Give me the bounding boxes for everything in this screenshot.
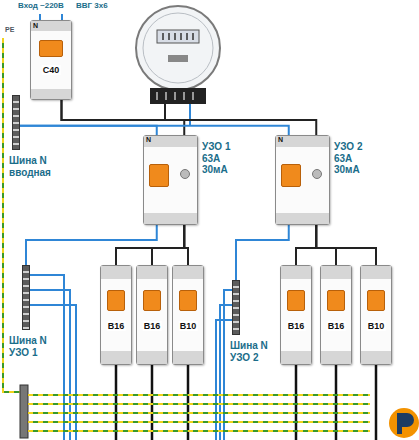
meter-disc bbox=[168, 55, 188, 62]
toggle-handle bbox=[107, 290, 125, 312]
terminal-strip bbox=[173, 351, 203, 364]
rcd-device: УЗО 2 63А 30мА bbox=[275, 135, 330, 225]
wire-connector bbox=[316, 225, 376, 265]
wire-connector bbox=[26, 225, 157, 265]
energy-meter bbox=[136, 6, 220, 90]
wire-connector bbox=[316, 225, 336, 265]
device-label: B16 bbox=[287, 321, 306, 331]
circuit-breaker: B10 bbox=[172, 265, 204, 365]
terminal-strip bbox=[276, 213, 329, 224]
terminal-strip bbox=[101, 266, 131, 279]
device-label: С40 bbox=[42, 65, 61, 75]
wire-label: N bbox=[278, 136, 283, 144]
device-label: B16 bbox=[327, 321, 346, 331]
circuit-breaker: B16 bbox=[100, 265, 132, 365]
wire-label: N bbox=[33, 22, 38, 30]
device-label: B10 bbox=[179, 321, 198, 331]
neutral-bus: Шина N УЗО 1 bbox=[22, 265, 30, 330]
toggle-handle bbox=[39, 40, 63, 57]
wire-connector bbox=[20, 126, 157, 135]
terminal-strip bbox=[276, 136, 329, 147]
meter-counter bbox=[157, 30, 199, 43]
neutral-bus: Шина N вводная bbox=[12, 95, 20, 150]
terminal-strip bbox=[137, 266, 167, 279]
toggle-handle bbox=[367, 290, 385, 312]
terminal-strip bbox=[321, 351, 351, 364]
logo-mark bbox=[389, 408, 419, 438]
circuit-breaker: С40 bbox=[30, 20, 72, 100]
meter-terminal-block bbox=[150, 88, 206, 104]
terminal-strip bbox=[144, 136, 197, 147]
wire-connector bbox=[296, 225, 316, 265]
circuit-breaker: B16 bbox=[280, 265, 312, 365]
circuit-breaker: B16 bbox=[136, 265, 168, 365]
logo-glyph bbox=[397, 413, 414, 434]
meter-rim bbox=[143, 13, 213, 83]
terminal-strip bbox=[101, 351, 131, 364]
toggle-handle bbox=[149, 164, 169, 187]
terminal-strip bbox=[137, 351, 167, 364]
terminal-strip bbox=[281, 266, 311, 279]
terminal-strip bbox=[173, 266, 203, 279]
wire-label: Вход ~220В bbox=[18, 2, 64, 11]
neutral-bus: Шина N УЗО 2 bbox=[232, 280, 240, 335]
wire-connector bbox=[20, 126, 289, 135]
device-label: Шина N УЗО 2 bbox=[230, 340, 282, 363]
meter-neutral-wire bbox=[189, 104, 191, 126]
wire-label: PE bbox=[5, 26, 14, 34]
terminal-strip bbox=[281, 351, 311, 364]
terminal-strip bbox=[361, 351, 391, 364]
toggle-handle bbox=[287, 290, 305, 312]
device-label: УЗО 2 63А 30мА bbox=[334, 141, 378, 176]
terminal-strip bbox=[144, 213, 197, 224]
toggle-handle bbox=[327, 290, 345, 312]
pe-bus bbox=[20, 385, 28, 438]
terminal-strip bbox=[321, 266, 351, 279]
device-label: B16 bbox=[143, 321, 162, 331]
outgoing-phase-wires bbox=[116, 365, 376, 440]
terminal-strip bbox=[361, 266, 391, 279]
terminal-strip bbox=[31, 89, 71, 99]
wire-connector bbox=[184, 225, 188, 265]
device-label: Шина N вводная bbox=[9, 155, 61, 178]
toggle-handle bbox=[143, 290, 161, 312]
wire-connector bbox=[116, 225, 184, 265]
device-label: B16 bbox=[107, 321, 126, 331]
device-label: Шина N УЗО 1 bbox=[9, 335, 61, 358]
outgoing-pe-stripes bbox=[28, 395, 370, 431]
device-label: УЗО 1 63А 30мА bbox=[202, 141, 246, 176]
circuit-breaker: B10 bbox=[360, 265, 392, 365]
toggle-handle bbox=[281, 164, 301, 187]
wire-label: N bbox=[146, 136, 151, 144]
wire-connector bbox=[62, 100, 317, 135]
device-label: B10 bbox=[367, 321, 386, 331]
wire-connector bbox=[62, 100, 185, 135]
test-button bbox=[312, 169, 322, 179]
outgoing-pe-wires bbox=[28, 395, 370, 431]
wire-label: ВВГ 3х6 bbox=[76, 2, 108, 11]
test-button bbox=[180, 169, 190, 179]
meter-phase-wire bbox=[164, 104, 166, 120]
rcd-device: УЗО 1 63А 30мА bbox=[143, 135, 198, 225]
circuit-breaker: B16 bbox=[320, 265, 352, 365]
toggle-handle bbox=[179, 290, 197, 312]
meter-digits bbox=[163, 33, 193, 40]
meter-screws bbox=[157, 92, 193, 100]
